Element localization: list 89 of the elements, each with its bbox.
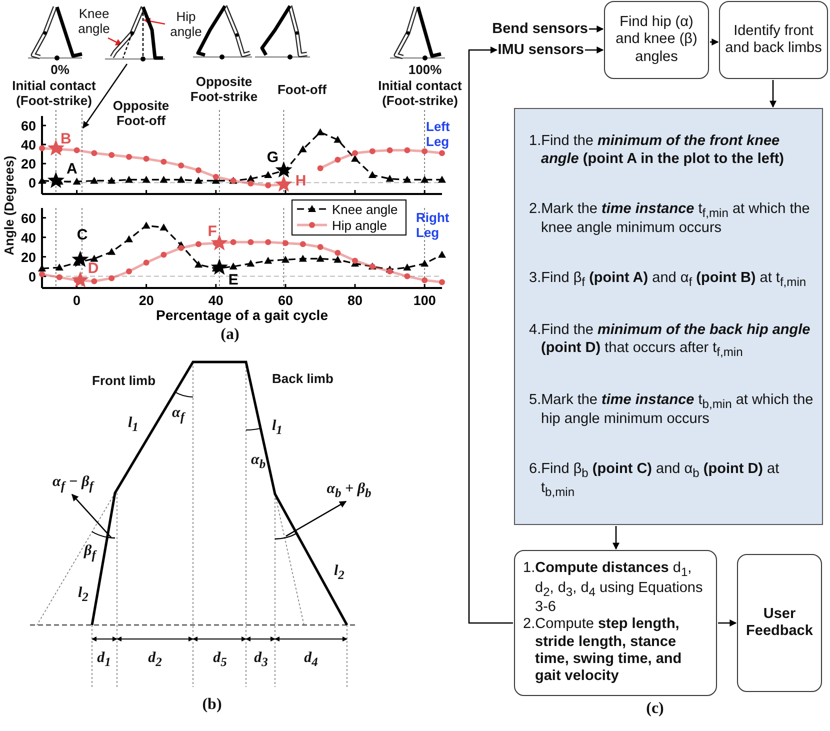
- step-text: 2.Mark the time instance t$_{f,min}$ at which the knee angle minimum occurs: [529, 200, 811, 238]
- legend-label: Knee angle: [332, 202, 398, 217]
- arrow: [770, 80, 776, 108]
- dimension-label: d$_{5}$: [212, 650, 228, 670]
- angle-arc: [274, 532, 297, 540]
- point-label: G: [266, 149, 279, 166]
- angle-label: α$_{f}$: [172, 405, 184, 424]
- tick-label: 20: [20, 156, 36, 172]
- angle-label: α$_{f}$ − β$_{f}$: [44, 474, 102, 494]
- angle-label: β$_{f}$: [84, 543, 96, 562]
- tick-label: 100: [413, 293, 436, 308]
- percent-label: 0%: [50, 63, 70, 78]
- segment-label: l$_{2}$: [78, 585, 88, 604]
- arrow: [612, 526, 620, 550]
- angle-label: α$_{b}$: [251, 452, 266, 472]
- tick-label: 0: [28, 176, 36, 191]
- tick-label: 20: [138, 293, 154, 308]
- point-label: F: [208, 223, 217, 240]
- point-label: C: [76, 226, 88, 244]
- arrow: [468, 46, 513, 624]
- box-text: User Feedback: [745, 606, 814, 640]
- dimension-label: d$_{2}$: [147, 650, 163, 670]
- event-label: Opposite Foot-off: [112, 99, 170, 129]
- segment-label: l$_{1}$: [272, 418, 282, 438]
- point-label: D: [88, 260, 99, 278]
- event-label: Initial contact (Foot-strike): [11, 79, 97, 109]
- tick-label: 40: [20, 138, 36, 153]
- annotation-text: Knee angle: [72, 7, 116, 37]
- arrow: [718, 620, 737, 626]
- point-label: B: [60, 130, 72, 148]
- tick-label: 60: [20, 118, 36, 134]
- event-label: Foot-off: [276, 83, 328, 98]
- box-text: 2.Compute step length, stride length, stance time, swing time, and gait velocity: [523, 616, 683, 686]
- annotation-text: Hip angle: [166, 10, 206, 40]
- step-text: 3.Find β$_{f}$ (point A) and α$_{f}$ (point B) at t$_{f,min}$: [529, 270, 808, 290]
- dimension-label: d$_{4}$: [303, 650, 319, 670]
- step-text: 6.Find β$_{b}$ (point C) and α$_{b}$ (point D) at t$_{b,min}$: [529, 460, 780, 500]
- step-text: 1.Find the minimum of the front knee angle (point A in the plot to the left): [529, 133, 785, 168]
- event-label: Initial contact (Foot-strike): [377, 79, 463, 109]
- axis-title: Percentage of a gait cycle: [156, 307, 328, 323]
- leader-line: [143, 18, 166, 25]
- point-label: E: [228, 272, 238, 288]
- point-label: A: [66, 160, 78, 178]
- step-text: 4.Find the minimum of the back hip angle (point D) that occurs after t$_{f,min}$: [529, 322, 812, 359]
- tick-label: 40: [208, 293, 224, 308]
- process-box: [604, 1, 709, 79]
- angle-arc: [107, 536, 116, 539]
- dashed-line: [142, 8, 144, 58]
- limb-label: Front limb: [92, 374, 156, 389]
- legend-label: Hip angle: [332, 218, 387, 233]
- arrow: [710, 38, 719, 46]
- tick-label: 60: [20, 210, 36, 226]
- arrow: [82, 64, 128, 129]
- leg-label: Right Leg: [416, 211, 450, 241]
- tick-label: 20: [20, 250, 36, 265]
- box-text: Identify front and back limbs: [724, 22, 823, 58]
- leg-label: Left Leg: [426, 120, 451, 150]
- event-label: Opposite Foot-strike: [189, 75, 259, 105]
- input-label: IMU sensors: [498, 42, 584, 59]
- process-box: [719, 1, 828, 79]
- leader-line: [286, 500, 347, 537]
- box-text: Find hip (α) and knee (β) angles: [614, 14, 698, 66]
- percent-label: 100%: [407, 63, 443, 78]
- leader-line: [72, 494, 112, 538]
- tick-label: 0: [73, 293, 81, 308]
- dashed-line: [122, 32, 133, 58]
- arrow: [589, 26, 604, 32]
- panel-label: (a): [220, 326, 240, 344]
- point-label: H: [295, 172, 306, 190]
- dimension-label: d$_{1}$: [96, 650, 112, 670]
- leader-line: [108, 37, 123, 46]
- angle-label: α$_{b}$ + β$_{b}$: [320, 481, 378, 500]
- panel-label: (c): [645, 700, 665, 718]
- process-box: [737, 554, 822, 692]
- tick-label: 40: [20, 230, 36, 246]
- dimension-label: d$_{3}$: [253, 650, 269, 670]
- segment-label: l$_{2}$: [334, 563, 344, 582]
- input-label: Bend sensors: [492, 21, 588, 38]
- tick-label: 0: [28, 269, 36, 284]
- arrow: [585, 46, 604, 54]
- segment-label: l$_{1}$: [128, 415, 138, 434]
- instruction-panel: [514, 108, 823, 525]
- tick-label: 80: [348, 293, 363, 308]
- axis-title: Angle (Degrees): [2, 154, 18, 258]
- panel-label: (b): [201, 696, 223, 714]
- limb-label: Back limb: [272, 372, 334, 387]
- process-box: [514, 550, 717, 696]
- step-text: 5.Mark the time instance t$_{b,min}$ at which the hip angle minimum occurs: [529, 392, 814, 428]
- tick-label: 60: [278, 293, 293, 308]
